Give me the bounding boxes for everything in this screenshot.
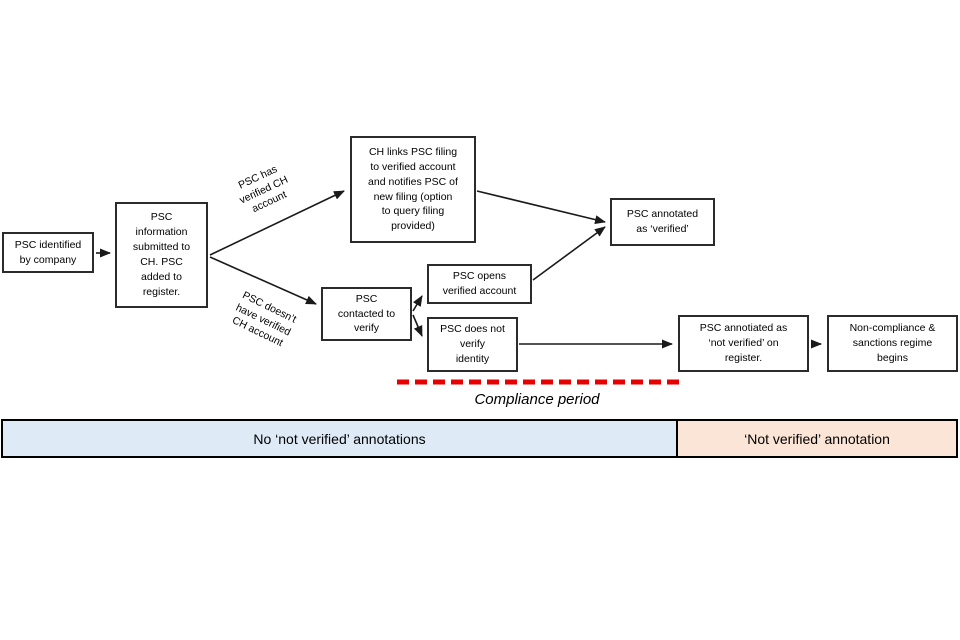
node-does-not-verify: PSC does not verify identity [427, 317, 518, 372]
node-opens-verified-account: PSC opens verified account [427, 264, 532, 304]
edge-label-has-verified-account: PSC has verified CH account [236, 163, 290, 216]
node-label: Non-compliance & sanctions regime begins [849, 322, 936, 364]
arrow-opens-account-to-annotated-verified [532, 226, 606, 281]
node-label: PSC opens verified account [442, 270, 517, 297]
node-label: PSC does not verify identity [440, 323, 505, 365]
node-label: PSC annotated as ‘verified’ [626, 208, 699, 235]
timeline-band-label: ‘Not verified’ annotation [744, 430, 890, 447]
node-non-compliance: Non-compliance & sanctions regime begins [827, 315, 958, 372]
node-annotated-verified: PSC annotated as ‘verified’ [610, 198, 715, 246]
node-label: PSC contacted to verify [337, 292, 396, 335]
node-psc-info-submitted: PSC information submitted to CH. PSC add… [115, 202, 208, 308]
node-contacted-to-verify: PSC contacted to verify [321, 287, 412, 341]
compliance-period-label: Compliance period [474, 391, 600, 408]
edge-label-no-verified-account: PSC doesn’t have verified CH account [230, 289, 299, 350]
arrow-ch-links-to-annotated-verified [476, 190, 606, 225]
arrow-contacted-to-does-not-verify [412, 314, 423, 337]
timeline-bar: No ‘not verified’ annotations ‘Not verif… [1, 419, 958, 458]
node-label: CH links PSC filing to verified account … [368, 145, 458, 233]
node-psc-identified: PSC identified by company [2, 232, 94, 273]
timeline-band-no-annotations: No ‘not verified’ annotations [1, 419, 678, 458]
timeline-band-not-verified-annotation: ‘Not verified’ annotation [676, 419, 958, 458]
node-annotated-not-verified: PSC annotiated as ‘not verified’ on regi… [678, 315, 809, 372]
arrow-contacted-to-opens-account [412, 295, 423, 312]
node-label: PSC identified by company [14, 238, 82, 266]
node-ch-links-filing: CH links PSC filing to verified account … [350, 136, 476, 243]
timeline-band-label: No ‘not verified’ annotations [253, 430, 426, 447]
node-label: PSC information submitted to CH. PSC add… [132, 211, 191, 298]
node-label: PSC annotiated as ‘not verified’ on regi… [699, 322, 788, 364]
